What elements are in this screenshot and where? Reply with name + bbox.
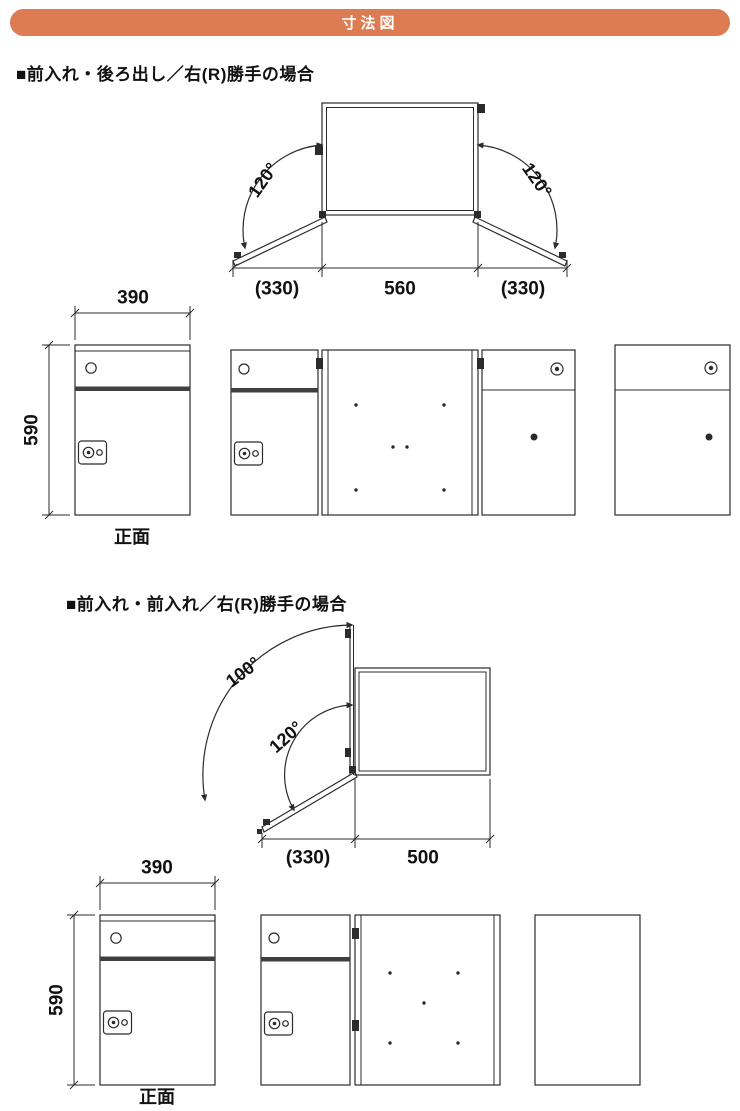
s1-left-unit-slot	[75, 386, 190, 391]
s1-top-view	[228, 102, 572, 277]
s2-top-dimension	[257, 779, 495, 848]
s2-width-dimension	[95, 876, 220, 910]
s1-left-unit-lock	[85, 362, 97, 374]
s2-left-unit-handle	[102, 1010, 133, 1035]
section1-heading: ■前入れ・後ろ出し／右(R)勝手の場合	[16, 65, 315, 84]
s1-door-screws	[354, 403, 446, 492]
page-title: 寸法図	[341, 15, 399, 32]
s1-height-dimension	[42, 340, 70, 520]
s1-dim-right-door-label: (330)	[500, 278, 546, 300]
s1-hinge-right	[477, 104, 485, 113]
s2-left-unit-slot	[100, 956, 215, 961]
section2-heading: ■前入れ・前入れ／右(R)勝手の場合	[66, 595, 347, 614]
s2-front-view	[67, 876, 641, 1090]
s1-width-label: 390	[117, 287, 149, 309]
s1-height-label: 590	[21, 414, 43, 446]
s2-height-label: 590	[46, 984, 68, 1016]
s2-front-left-unit	[67, 876, 220, 1090]
s2-box-outline	[354, 667, 491, 776]
s1-box-outline	[321, 102, 479, 216]
s1-front-left-unit	[42, 306, 195, 520]
s2-lower-door-arc	[284, 702, 354, 812]
s1-center-keyhole	[550, 362, 564, 376]
s1-hinge-left	[315, 146, 323, 155]
s1-width-dimension	[70, 306, 195, 340]
s1-left-door-open	[232, 216, 328, 267]
s1-right-door-open	[472, 216, 568, 267]
title-bar: 寸法図	[10, 9, 730, 36]
s1-center-handle	[233, 441, 264, 466]
s1-center-door	[321, 349, 479, 516]
s2-left-unit-lock	[110, 932, 122, 944]
s1-left-swing-arc	[240, 142, 324, 250]
s1-front-right-unit	[614, 344, 731, 516]
s1-dim-body-label: 560	[384, 278, 416, 300]
s1-top-dimension	[228, 222, 572, 277]
s2-front-center-unit	[260, 914, 501, 1086]
s1-front-center-unit	[230, 349, 576, 516]
s1-front-view	[42, 306, 731, 520]
s2-center-handle	[263, 1011, 294, 1036]
s2-front-right-unit	[534, 914, 641, 1086]
s1-right-swing-arc	[476, 142, 560, 250]
s2-front-caption: 正面	[139, 1087, 175, 1107]
s2-top-view	[201, 621, 495, 848]
s2-front-door	[354, 914, 501, 1086]
s1-right-keyhole	[704, 361, 718, 375]
s1-left-unit-handle	[77, 440, 108, 465]
s2-upper-door-arc	[201, 621, 354, 802]
s2-dim-body-label: 500	[407, 847, 439, 869]
s2-width-label: 390	[141, 857, 173, 879]
s2-door-screws	[388, 971, 460, 1045]
s1-front-caption: 正面	[114, 527, 150, 547]
s2-height-dimension	[67, 910, 95, 1090]
s2-dim-door-label: (330)	[285, 847, 331, 869]
s2-lower-door-open	[261, 771, 358, 833]
s1-dim-left-door-label: (330)	[254, 278, 300, 300]
